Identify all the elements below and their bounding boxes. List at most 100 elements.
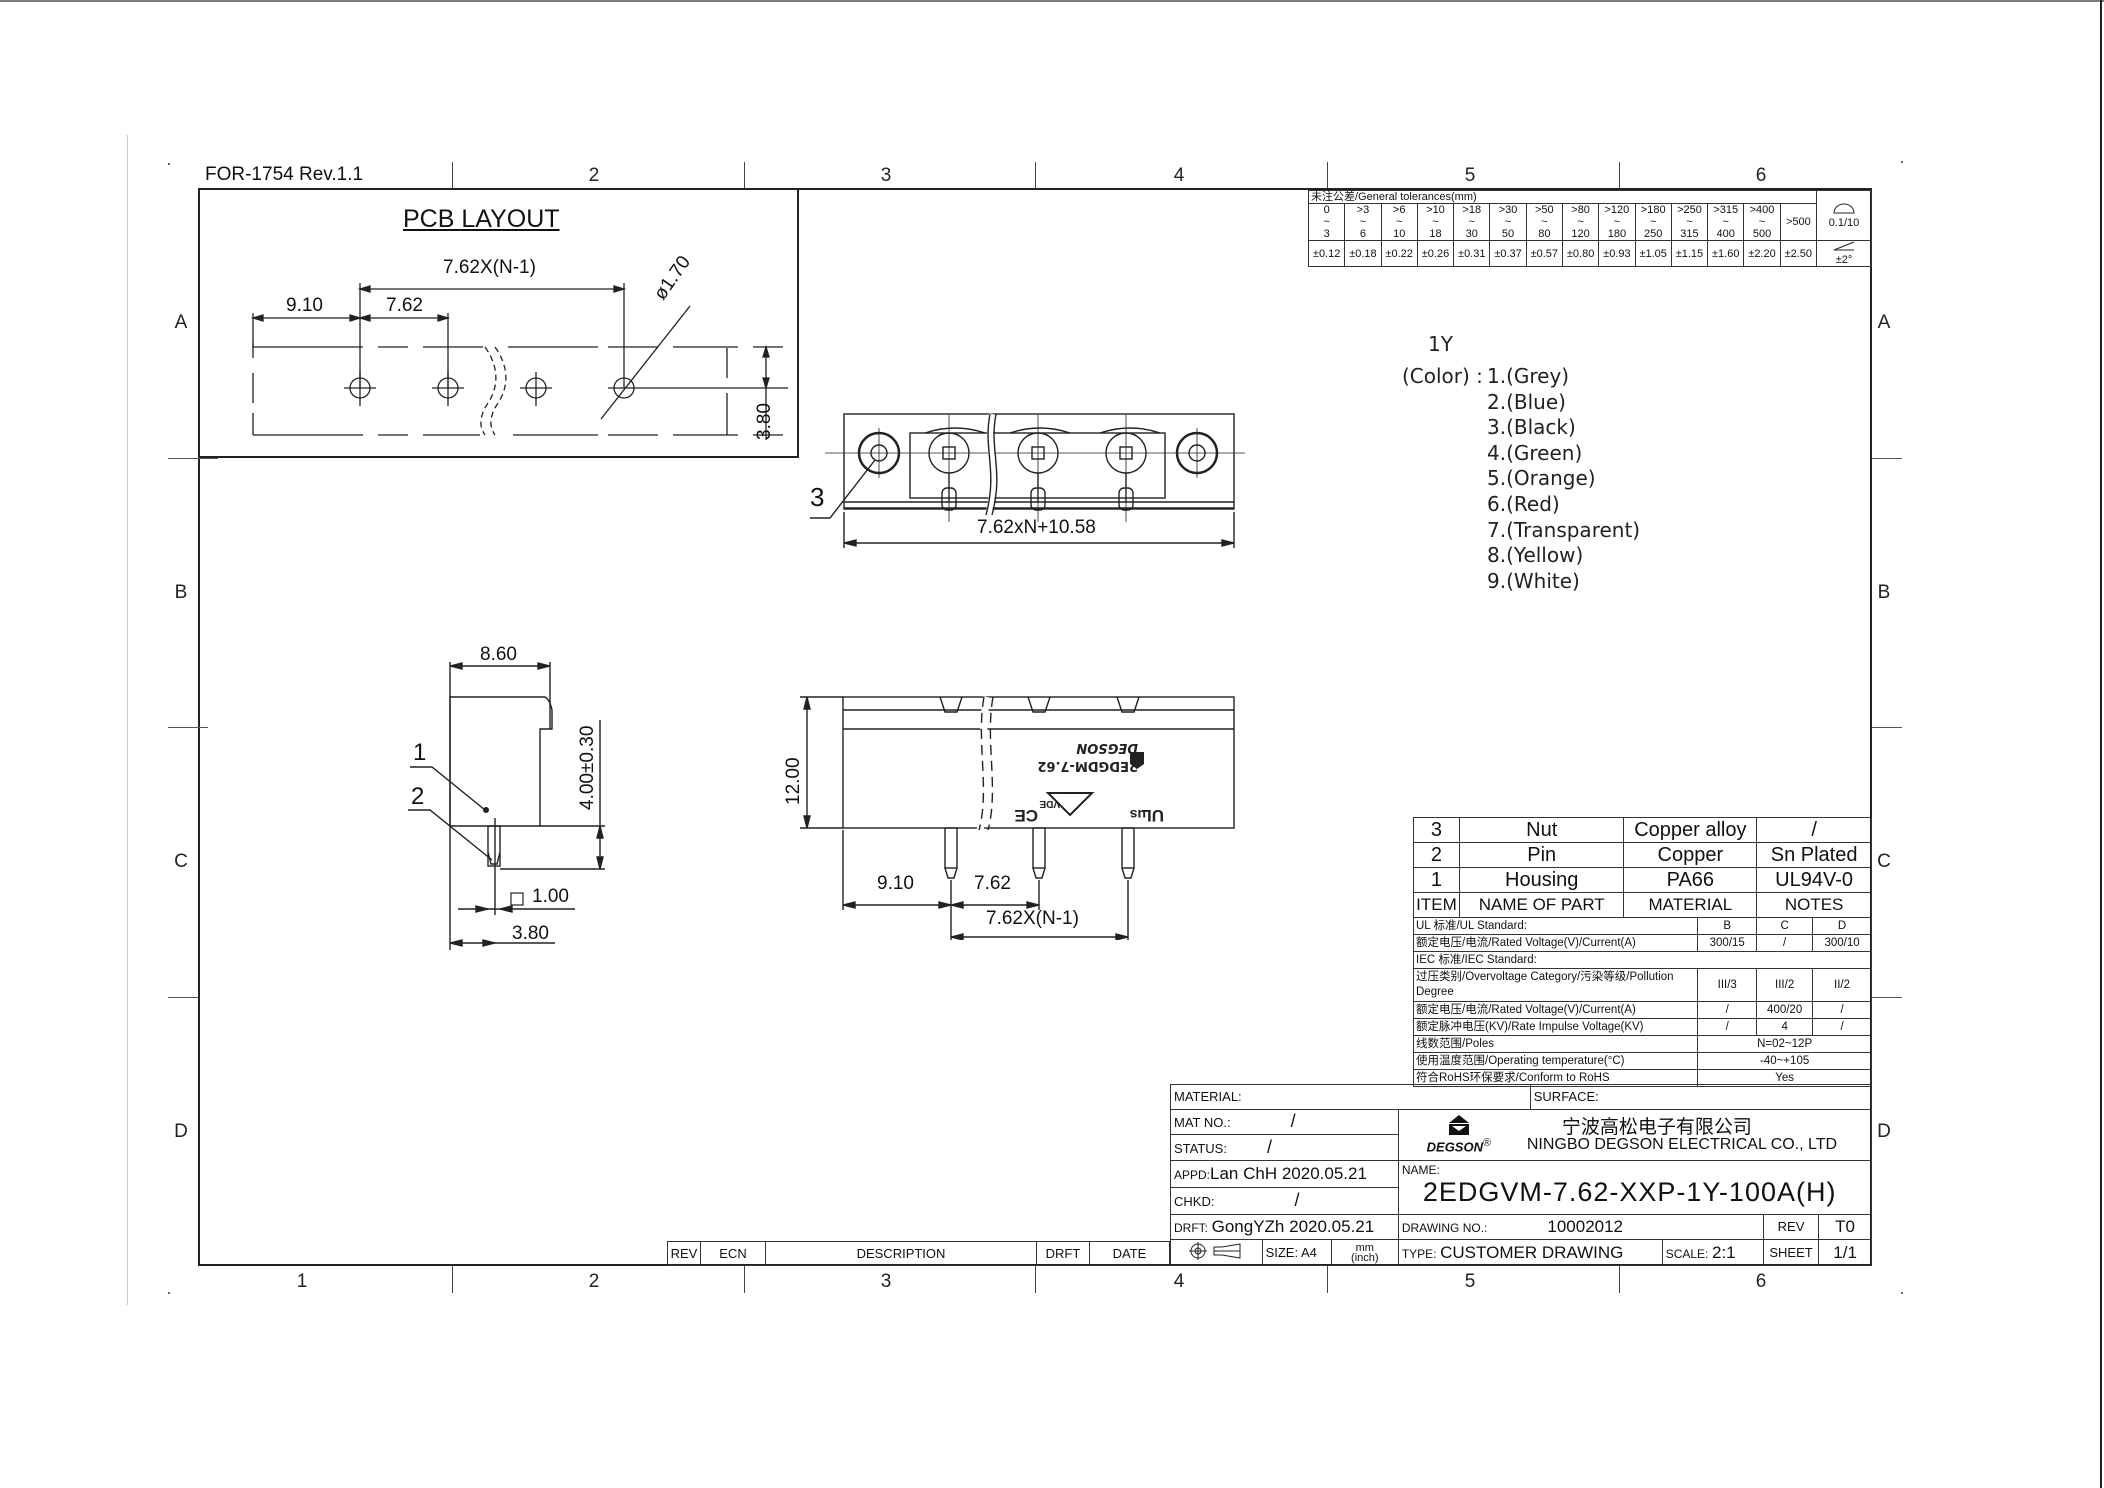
zone-tick bbox=[744, 162, 745, 188]
side-dim-pin-length: 4.00±0.30 bbox=[577, 725, 598, 810]
front-dim-edge: 9.10 bbox=[877, 873, 914, 894]
tol-range: >400~500 bbox=[1743, 203, 1781, 241]
zone-tick bbox=[1872, 997, 1902, 998]
tol-range: >250~315 bbox=[1670, 203, 1709, 241]
zone-row-label: A bbox=[1877, 312, 1891, 333]
zone-tick bbox=[1619, 162, 1620, 188]
part-name-cell: NAME: 2EDGVM-7.62-XXP-1Y-100A(H) bbox=[1397, 1160, 1873, 1215]
zone-col-label: 6 bbox=[1755, 165, 1767, 186]
pcb-dim-pitch: 7.62 bbox=[386, 295, 423, 316]
zone-tick bbox=[1872, 458, 1902, 459]
flatness-icon bbox=[1833, 203, 1855, 214]
color-code: 1Y bbox=[1428, 332, 1453, 356]
flatness-cell: 0.1/10 bbox=[1816, 190, 1872, 241]
pcb-layout-panel bbox=[198, 188, 799, 458]
zone-col-label: 2 bbox=[588, 165, 600, 186]
tol-range: >3~6 bbox=[1344, 203, 1382, 241]
svg-text:CE: CE bbox=[1014, 806, 1038, 825]
corner-mark bbox=[1901, 161, 1903, 163]
degson-logo-icon bbox=[1448, 1114, 1469, 1135]
zone-row-label: C bbox=[1877, 851, 1891, 872]
company-name-cn: 宁波高松电子有限公司 bbox=[1561, 1115, 1752, 1138]
corner-mark bbox=[1901, 1292, 1903, 1294]
tol-range: >315~400 bbox=[1707, 203, 1745, 241]
side-view-drawing bbox=[408, 662, 605, 950]
tol-value: ±0.37 bbox=[1489, 240, 1527, 267]
color-item: 7.(Transparent) bbox=[1487, 517, 1641, 542]
color-item: 8.(Yellow) bbox=[1487, 543, 1584, 568]
tol-range: >30~50 bbox=[1489, 203, 1527, 241]
tol-range: >6~10 bbox=[1380, 203, 1418, 241]
zone-col-label: 4 bbox=[1173, 165, 1185, 186]
zone-tick bbox=[1035, 1266, 1036, 1293]
color-item: 1.(Grey) bbox=[1487, 364, 1570, 388]
top-view-callout-3: 3 bbox=[810, 482, 825, 512]
zone-row-label: C bbox=[174, 851, 188, 872]
zone-tick bbox=[1327, 162, 1328, 188]
color-item: 6.(Red) bbox=[1487, 491, 1560, 516]
zone-tick bbox=[1872, 727, 1902, 728]
tol-range: >50~80 bbox=[1525, 203, 1563, 241]
status-cell: STATUS:/ bbox=[1170, 1134, 1399, 1162]
zone-col-label: 3 bbox=[880, 1271, 892, 1292]
zone-col-label: 5 bbox=[1464, 1271, 1476, 1292]
tol-value: ±0.26 bbox=[1416, 240, 1455, 267]
zone-tick bbox=[168, 727, 208, 728]
tolerance-header: 未注公差/General tolerances(mm) bbox=[1308, 190, 1817, 204]
zone-row-label: D bbox=[1877, 1121, 1891, 1142]
company-name-en: NINGBO DEGSON ELECTRICAL CO., LTD bbox=[1526, 1135, 1838, 1153]
tol-value: ±1.60 bbox=[1707, 240, 1745, 267]
appd-cell: APPD:Lan ChH 2020.05.21 bbox=[1170, 1160, 1399, 1188]
units-cell: mm(inch) bbox=[1330, 1239, 1399, 1266]
side-callout-2: 2 bbox=[411, 783, 425, 810]
color-item: 9.(White) bbox=[1487, 568, 1580, 593]
front-view-drawing: 2EDGDM-7.62 DEGSON VDE CE us UL bbox=[800, 696, 1235, 940]
tol-range: >180~250 bbox=[1634, 203, 1672, 241]
mat-no-cell: MAT NO.:/ bbox=[1170, 1108, 1399, 1136]
form-id: FOR-1754 Rev.1.1 bbox=[205, 164, 364, 185]
degson-logo: DEGSON® bbox=[1419, 1114, 1499, 1154]
zone-row-label: B bbox=[1877, 582, 1891, 603]
top-view-drawing bbox=[810, 413, 1245, 548]
tol-value: ±1.05 bbox=[1634, 240, 1672, 267]
side-dim-pin-offset: 3.80 bbox=[512, 923, 549, 944]
zone-tick bbox=[1035, 162, 1036, 188]
chkd-cell: CHKD:/ bbox=[1170, 1186, 1399, 1215]
zone-tick bbox=[1619, 1266, 1620, 1293]
zone-col-label: 3 bbox=[880, 165, 892, 186]
color-label: (Color) : bbox=[1402, 364, 1483, 388]
tol-value: ±0.12 bbox=[1307, 240, 1346, 267]
front-marking-model: 2EDGDM-7.62 bbox=[1037, 758, 1138, 773]
surface-label: SURFACE: bbox=[1529, 1084, 1873, 1110]
pcb-layout-title: PCB LAYOUT bbox=[403, 205, 560, 233]
zone-col-label: 1 bbox=[296, 1271, 308, 1292]
top-view-dim-length: 7.62xN+10.58 bbox=[977, 517, 1096, 538]
zone-tick bbox=[168, 997, 198, 998]
corner-mark bbox=[168, 163, 170, 165]
pcb-dim-height: 3.80 bbox=[754, 403, 775, 440]
tol-value: ±0.22 bbox=[1380, 240, 1418, 267]
drft-cell: DRFT: GongYZh 2020.05.21 bbox=[1170, 1213, 1399, 1241]
svg-text:us: us bbox=[1129, 807, 1146, 823]
zone-col-label: 4 bbox=[1173, 1271, 1185, 1292]
page-top-border bbox=[0, 0, 2104, 2]
tol-value: ±2.20 bbox=[1743, 240, 1781, 267]
front-dim-pitch: 7.62 bbox=[974, 873, 1011, 894]
zone-tick bbox=[168, 458, 218, 459]
scale-cell: SCALE: 2:1 bbox=[1661, 1239, 1764, 1266]
zone-tick bbox=[452, 1266, 453, 1293]
title-block: MATERIAL: SURFACE: MAT NO.:/ DEGSON® 宁波高… bbox=[1170, 1084, 1873, 1266]
pcb-dim-pitch-total: 7.62X(N-1) bbox=[443, 257, 536, 278]
side-dim-pin-square: 1.00 bbox=[532, 886, 569, 907]
angle-icon bbox=[1833, 241, 1855, 251]
zone-col-label: 5 bbox=[1464, 165, 1476, 186]
front-dim-height: 12.00 bbox=[783, 757, 804, 805]
tol-value: ±2.50 bbox=[1779, 240, 1818, 267]
company-cell: DEGSON® 宁波高松电子有限公司 NINGBO DEGSON ELECTRI… bbox=[1397, 1108, 1873, 1162]
material-label: MATERIAL: bbox=[1170, 1084, 1531, 1110]
zone-tick bbox=[452, 162, 453, 188]
tol-range: >18~30 bbox=[1453, 203, 1491, 241]
drawing-no-cell: DRAWING NO.:10002012 bbox=[1397, 1213, 1764, 1241]
front-dim-pitch-total: 7.62X(N-1) bbox=[986, 908, 1079, 929]
